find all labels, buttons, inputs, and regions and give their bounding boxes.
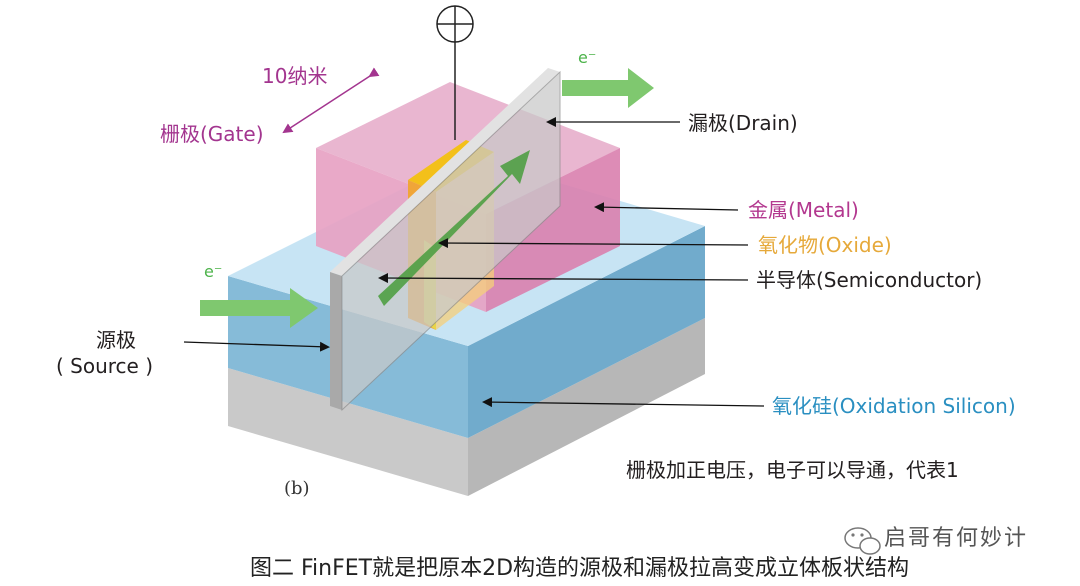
drain-label: 漏极(Drain) xyxy=(688,111,798,135)
watermark: 启哥有何妙计 xyxy=(884,526,1029,551)
electron-out-arrow xyxy=(562,68,654,108)
figure-tag: (b) xyxy=(284,478,310,499)
gate-length-arrow xyxy=(282,67,380,134)
metal-label: 金属(Metal) xyxy=(748,198,859,222)
plus-circle-icon xyxy=(436,5,474,140)
electron-flow-arrow xyxy=(378,150,530,306)
electron-top-label: e⁻ xyxy=(578,48,597,67)
gate-length-label: 10纳米 xyxy=(262,64,328,88)
voltage-note: 栅极加正电压，电子可以导通，代表1 xyxy=(626,458,959,482)
electron-left-label: e⁻ xyxy=(204,262,223,281)
source-en-label: ( Source ) xyxy=(56,354,154,378)
electron-in-arrow xyxy=(200,288,318,328)
gate-label: 栅极(Gate) xyxy=(160,122,264,146)
leader-lines xyxy=(183,117,765,408)
fin-semiconductor xyxy=(330,68,561,412)
figure-caption: 图二 FinFET就是把原本2D构造的源极和漏极拉高变成立体板状结构 xyxy=(250,556,910,581)
semiconductor-label: 半导体(Semiconductor) xyxy=(756,268,983,292)
source-cn-label: 源极 xyxy=(96,328,136,352)
oxide-label: 氧化物(Oxide) xyxy=(758,233,892,257)
silicon-oxide-label: 氧化硅(Oxidation Silicon) xyxy=(772,394,1016,418)
substrate xyxy=(228,318,705,496)
wechat-icon xyxy=(844,527,881,555)
